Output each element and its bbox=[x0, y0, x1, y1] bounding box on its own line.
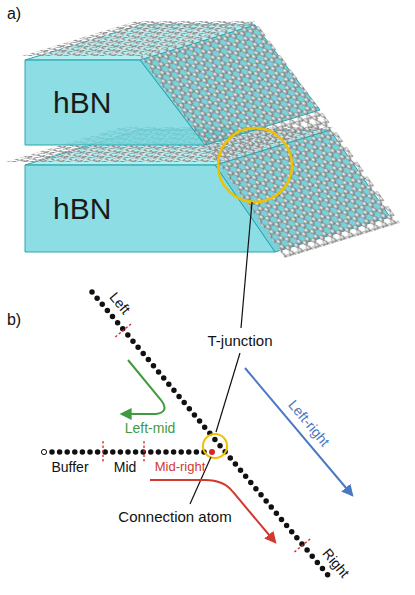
separator-line bbox=[143, 441, 144, 463]
region-label: Right bbox=[319, 545, 352, 580]
graphene-sheet bbox=[22, 21, 255, 56]
highlight-circle bbox=[218, 128, 292, 202]
atom-chain bbox=[92, 292, 332, 580]
hbn-block: hBN bbox=[25, 165, 215, 252]
region-label: Left-mid bbox=[125, 420, 176, 436]
region-label: T-junction bbox=[205, 332, 274, 349]
transport-arrow bbox=[122, 360, 165, 414]
buffer-atom bbox=[41, 449, 46, 454]
leader-line bbox=[241, 202, 252, 328]
region-label: Buffer bbox=[51, 459, 88, 475]
region-label: Left bbox=[106, 289, 133, 317]
region-separator bbox=[103, 323, 311, 552]
highlight-circle bbox=[203, 434, 227, 458]
panel-letter: a) bbox=[7, 5, 21, 23]
hbn-block: hBN bbox=[25, 60, 135, 145]
material-label: hBN bbox=[53, 86, 111, 120]
region-label: Mid bbox=[114, 459, 137, 475]
atom-chain bbox=[52, 449, 204, 455]
region-label: Mid-right bbox=[155, 460, 206, 475]
connection-atom bbox=[209, 449, 215, 455]
transport-arrow bbox=[245, 368, 352, 495]
region-label: Connection atom bbox=[118, 508, 231, 525]
material-label: hBN bbox=[53, 192, 111, 226]
leader-line bbox=[216, 353, 240, 432]
panel-letter: b) bbox=[7, 311, 21, 329]
separator-line bbox=[294, 538, 311, 552]
separator-line bbox=[102, 441, 103, 463]
region-label: Left-right bbox=[285, 396, 333, 449]
separator-line bbox=[115, 323, 132, 337]
